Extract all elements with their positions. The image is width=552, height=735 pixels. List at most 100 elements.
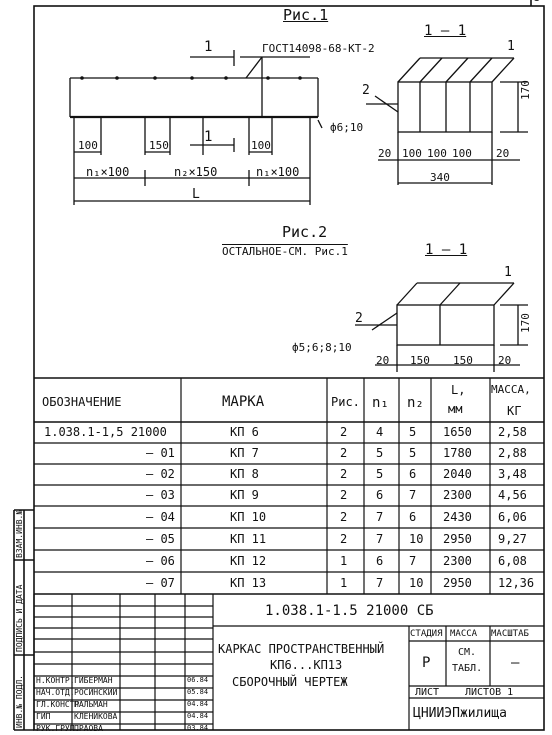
row-n1: 4 (376, 425, 384, 439)
row-length: 2300 (443, 554, 472, 568)
row-designation: – 07 (146, 576, 175, 590)
mass-header: МАССА (450, 629, 478, 639)
fig1-callout-2: 2 (362, 83, 370, 98)
fig1-dim-100-b: 100 (427, 147, 447, 160)
sign-date: 04.84 (187, 700, 209, 708)
doc-name-line3: СБОРОЧНЫЙ ЧЕРТЕЖ (232, 675, 348, 689)
row-length: 2950 (443, 532, 472, 546)
fig1-dim-100-right: 100 (251, 139, 271, 152)
row-mass: 2,58 (498, 425, 527, 439)
fig1-gost-label: ГОСТ14098-68-КТ-2 (262, 42, 375, 55)
row-n1: 6 (376, 488, 384, 502)
row-length: 1780 (443, 446, 472, 460)
fig2-note: ОСТАЛЬНОЕ-СМ. Рис.1 (222, 245, 348, 258)
fig1-dim-n2: n₂×150 (174, 165, 218, 179)
row-length: 2430 (443, 510, 472, 524)
stage-header: СТАДИЯ (410, 629, 443, 639)
organization: ЦНИИЭПжилища (413, 706, 507, 721)
fig1-dim-n1-left: n₁×100 (86, 165, 130, 179)
fig1-rebar-label: ф6;10 (330, 121, 364, 134)
sign-date: 03.84 (187, 724, 209, 732)
header-designation: ОБОЗНАЧЕНИЕ (42, 395, 122, 409)
stage-value: Р (422, 655, 431, 671)
fig2-dim-150-b: 150 (453, 354, 473, 367)
fig2-dim-20-left: 20 (376, 354, 390, 367)
row-mark: КП 10 (230, 510, 267, 524)
fig2-callout-2: 2 (355, 311, 363, 326)
doc-name-line2: КП6...КП13 (270, 658, 343, 672)
title-block-grid (33, 594, 544, 730)
sign-name: ПРАОВА (74, 724, 103, 733)
fig1-dim-20-right: 20 (496, 147, 510, 160)
header-mass: МАССА, (491, 383, 531, 396)
row-length: 2040 (443, 467, 472, 481)
row-n2: 10 (409, 576, 424, 590)
row-n1: 7 (376, 576, 384, 590)
mass-value-line1: СМ. (458, 647, 477, 658)
row-mass: 4,56 (498, 488, 527, 502)
fig1-dim-L: L (192, 187, 200, 202)
fig1-section-mark-bottom: 1 (204, 129, 213, 145)
row-n2: 5 (409, 425, 417, 439)
side-label-sign-date: ПОДПИСЬ И ДАТА (15, 584, 24, 652)
row-n2: 5 (409, 446, 417, 460)
fig2-dim-150-a: 150 (410, 354, 430, 367)
row-fig: 2 (340, 510, 348, 524)
row-designation: – 01 (146, 446, 175, 460)
sheet-label: ЛИСТ (415, 687, 440, 698)
row-fig: 1 (340, 576, 348, 590)
sheet-number: 3 (534, 0, 540, 4)
doc-name-line1: КАРКАС ПРОСТРАНСТВЕННЫЙ (218, 642, 385, 656)
row-mass: 3,48 (498, 467, 527, 481)
sign-date: 05.84 (187, 688, 209, 696)
side-label-inv-no: ИНВ.№ ПОДЛ. (15, 675, 24, 728)
side-label-replace-inv: ВЗАМ.ИНВ.№ (15, 509, 24, 558)
row-mark: КП 9 (230, 488, 259, 502)
row-n2: 7 (409, 488, 417, 502)
row-n1: 5 (376, 446, 384, 460)
fig1-title: Рис.1 (283, 6, 329, 24)
row-mark: КП 7 (230, 446, 259, 460)
row-length: 2950 (443, 576, 472, 590)
scale-header: МАСШТАБ (491, 629, 529, 639)
fig1-dim-n1-right: n₁×100 (256, 165, 300, 179)
sign-date: 04.84 (187, 712, 209, 720)
row-fig: 2 (340, 425, 348, 439)
row-n2: 7 (409, 554, 417, 568)
row-mark: КП 12 (230, 554, 267, 568)
fig1-dim-100-left: 100 (78, 139, 98, 152)
sign-date: 06.84 (187, 676, 209, 684)
fig1-section-callout-1: 1 (507, 39, 515, 54)
row-designation: – 05 (146, 532, 175, 546)
fig1-dim-340: 340 (430, 171, 450, 184)
doc-code: 1.038.1-1.5 21000 СБ (265, 603, 434, 619)
row-designation: – 06 (146, 554, 175, 568)
table-grid (34, 378, 544, 595)
fig1-weld-dots (80, 76, 302, 80)
fig1-dim-20-left: 20 (378, 147, 392, 160)
row-mark: КП 11 (230, 532, 267, 546)
sign-name: ГИБЕРМАН (74, 676, 113, 685)
row-designation: 1.038.1-1,5 21000 (44, 425, 167, 439)
row-fig: 2 (340, 467, 348, 481)
row-designation: – 04 (146, 510, 175, 524)
fig1-main-view (69, 50, 323, 205)
row-n1: 7 (376, 532, 384, 546)
mass-value-line2: ТАБЛ. (452, 663, 483, 674)
row-mass: 6,06 (498, 510, 527, 524)
header-mass-unit: КГ (507, 404, 522, 418)
row-designation: – 03 (146, 488, 175, 502)
fig1-section (366, 57, 528, 185)
row-designation: – 02 (146, 467, 175, 481)
sign-role: Н.КОНТР. (36, 676, 75, 685)
row-n2: 6 (409, 467, 417, 481)
header-mark: МАРКА (222, 394, 265, 410)
fig2-title: Рис.2 (282, 223, 328, 241)
row-mark: КП 13 (230, 576, 267, 590)
row-n2: 6 (409, 510, 417, 524)
header-fig: Рис. (331, 395, 360, 409)
sign-name: КЛЕНИКОВА (74, 712, 118, 721)
row-mass: 2,88 (498, 446, 527, 460)
fig1-dim-100-a: 100 (402, 147, 422, 160)
